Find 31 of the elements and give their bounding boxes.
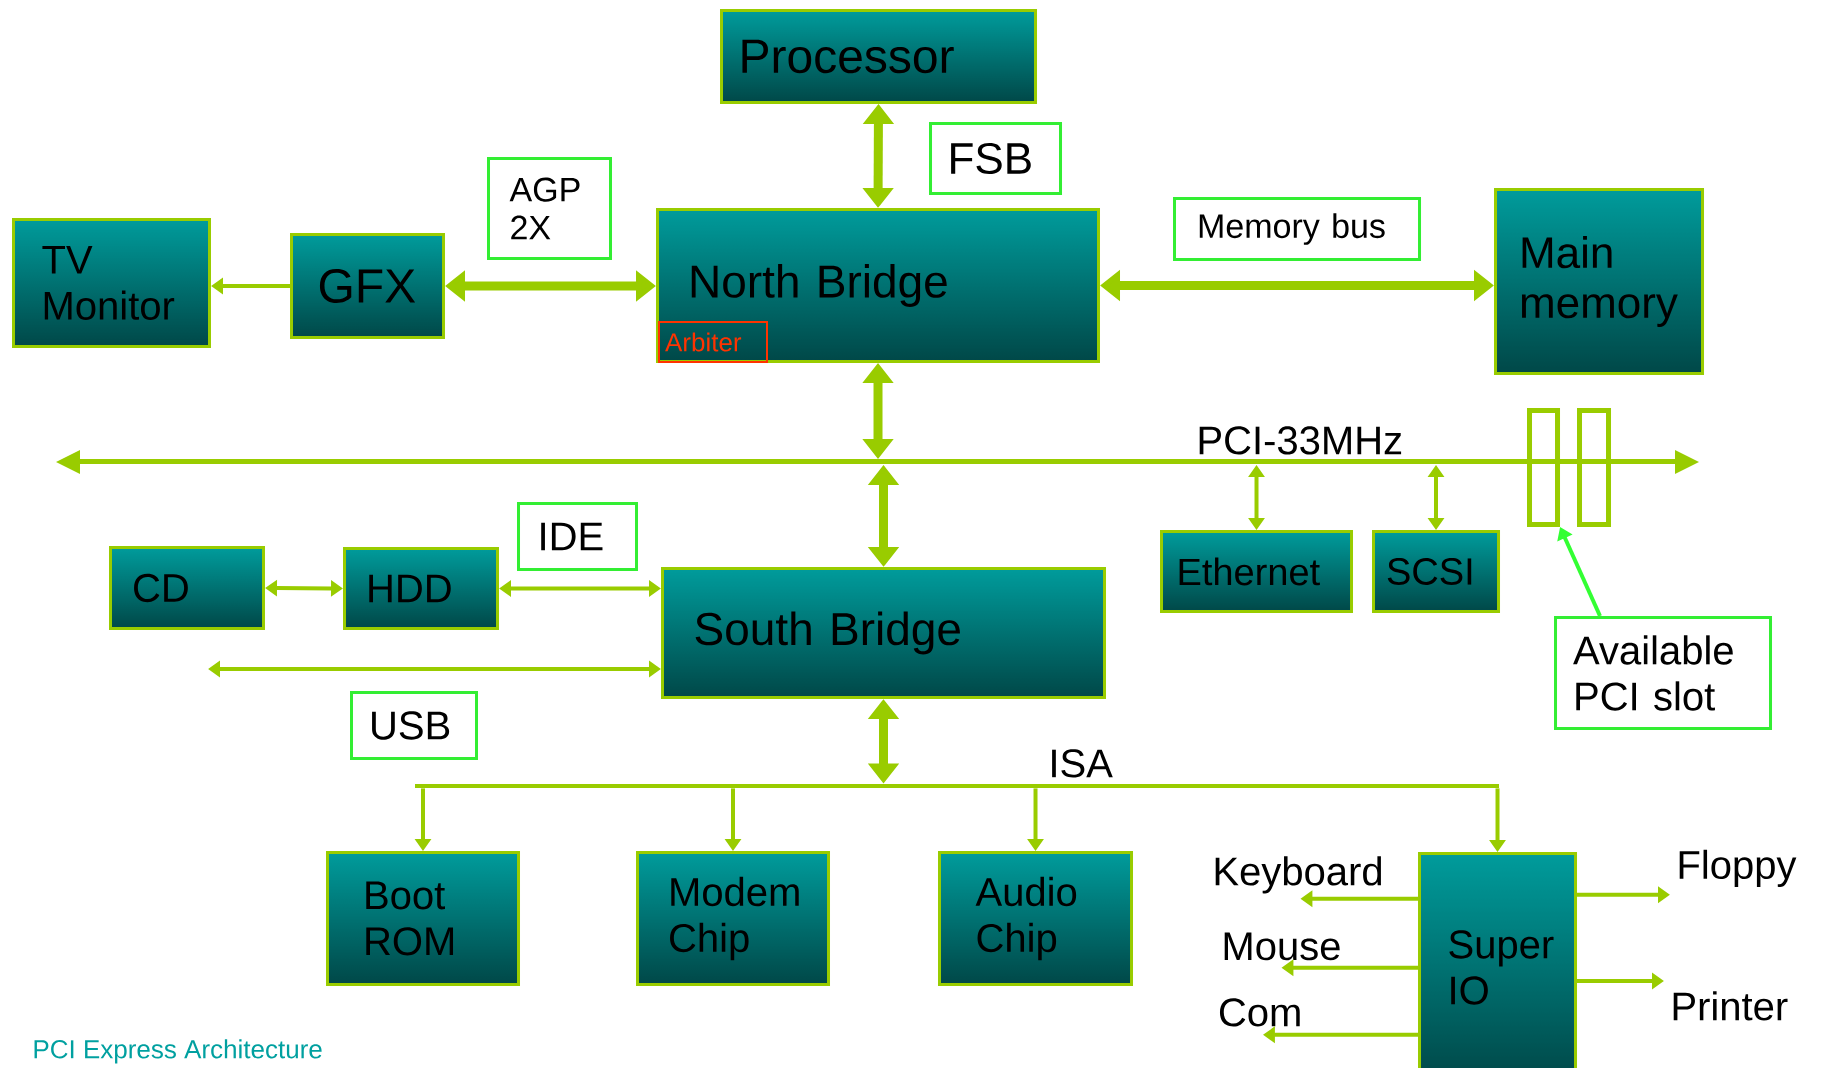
- device-label: Com: [1219, 998, 1300, 1027]
- chip-box: GFX: [290, 233, 445, 339]
- chip-box: Audio Chip: [938, 851, 1133, 986]
- chip-box: Ethernet: [1160, 530, 1353, 613]
- chip-box: Super IO: [1418, 852, 1577, 1068]
- label-box: FSB: [929, 122, 1062, 195]
- device-label: Mouse: [1224, 932, 1340, 961]
- pci-slot: [1527, 408, 1560, 527]
- chip-box: Main memory: [1494, 188, 1704, 375]
- device-label: Floppy: [1679, 849, 1797, 888]
- chip-box: CD: [109, 546, 265, 630]
- label-box: IDE: [517, 502, 638, 571]
- label-box: Memory bus: [1173, 197, 1421, 261]
- label-box: AGP 2X: [487, 157, 612, 260]
- chip-box: SCSI: [1372, 530, 1500, 613]
- arrow: [1557, 527, 1602, 617]
- chip-box: Boot ROM: [326, 851, 520, 986]
- chip-box: South Bridge: [661, 567, 1106, 699]
- bus-label: PCI-33MHz: [1199, 426, 1402, 455]
- label-box: Available PCI slot: [1554, 616, 1772, 730]
- chip-box: HDD: [343, 547, 499, 630]
- bus-label: ISA: [1052, 749, 1113, 778]
- pci-slot: [1577, 408, 1611, 527]
- chip-box: Modem Chip: [636, 851, 830, 986]
- chip-box: Processor: [720, 9, 1037, 104]
- device-label: Keyboard: [1215, 856, 1382, 894]
- chip-box: TV Monitor: [12, 218, 211, 348]
- device-label: Printer: [1673, 991, 1788, 1021]
- arbiter-box: Arbiter: [658, 321, 768, 363]
- footer-text: PCI Express Architecture: [34, 1039, 322, 1064]
- label-box: USB: [350, 691, 478, 760]
